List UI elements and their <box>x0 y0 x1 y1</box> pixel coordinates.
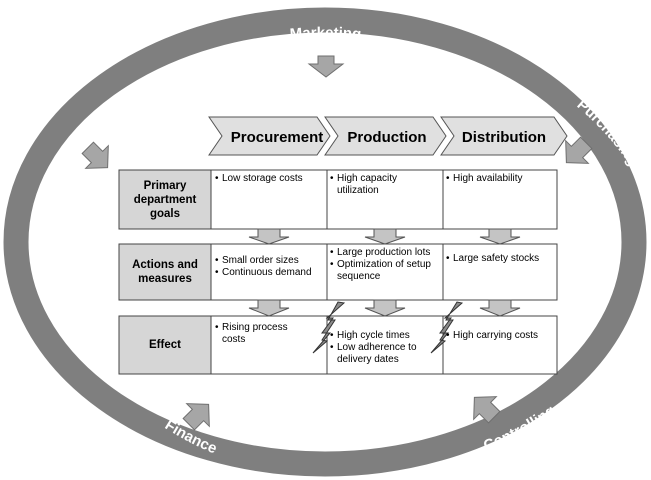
department-ring <box>3 7 647 477</box>
row-label-goals: Primary department goals <box>133 179 197 220</box>
arrow-down-icon <box>479 299 521 317</box>
arrow-down-icon <box>248 299 290 317</box>
cell-goals-procurement: Low storage costs <box>215 173 325 185</box>
cell-box-effect-distribution <box>442 315 558 375</box>
row-label-box-actions <box>118 243 212 301</box>
chevron-procurement <box>208 116 331 156</box>
list-item: Large production lots <box>330 247 440 259</box>
list-item: Small order sizes <box>215 255 327 267</box>
row-label-box-effect <box>118 315 212 375</box>
list-item: High carrying costs <box>446 330 554 342</box>
cell-actions-production: Large production lots Optimization of se… <box>330 247 440 283</box>
row-label-actions: Actions and measures <box>132 259 198 285</box>
arrow-from-sales-icon <box>81 141 109 169</box>
list-item: High cycle times <box>330 330 440 342</box>
list-item: High availability <box>446 173 554 185</box>
chevron-production <box>324 116 447 156</box>
arrow-from-finance-icon <box>182 403 210 431</box>
row-label-box-goals <box>118 169 212 230</box>
arrow-down-icon <box>307 55 345 78</box>
list-item: Continuous demand <box>215 267 327 279</box>
list-item: Optimization of setup sequence <box>330 259 440 283</box>
arrow-from-controlling-icon <box>473 396 501 424</box>
list-item: Rising process costs <box>215 322 307 346</box>
department-label-top: Marketing <box>289 24 362 43</box>
cell-actions-procurement: Small order sizes Continuous demand <box>215 255 327 279</box>
cell-goals-production: High capacity utilization <box>330 173 440 197</box>
list-item: Large safety stocks <box>446 253 554 265</box>
arrow-from-purchasing-icon <box>565 136 593 164</box>
lightning-icon <box>312 301 346 354</box>
list-item: Low storage costs <box>215 173 325 185</box>
cell-effect-distribution: High carrying costs <box>446 330 554 342</box>
cell-effect-production: High cycle times Low adherence to delive… <box>330 330 440 366</box>
arrow-down-icon <box>364 299 406 317</box>
arrow-down-icon <box>248 228 290 245</box>
cell-actions-distribution: Large safety stocks <box>446 253 554 265</box>
arrow-down-icon <box>479 228 521 245</box>
arrow-down-icon <box>364 228 406 245</box>
cell-goals-distribution: High availability <box>446 173 554 185</box>
stage-label-procurement: Procurement <box>231 129 324 146</box>
list-item: Low adherence to delivery dates <box>330 342 440 366</box>
stage-label-production: Production <box>347 129 426 146</box>
row-label-effect: Effect <box>149 339 181 351</box>
chevron-distribution <box>440 116 568 156</box>
stage-label-distribution: Distribution <box>462 129 546 146</box>
cell-effect-procurement: Rising process costs <box>215 322 307 346</box>
list-item: High capacity utilization <box>330 173 440 197</box>
